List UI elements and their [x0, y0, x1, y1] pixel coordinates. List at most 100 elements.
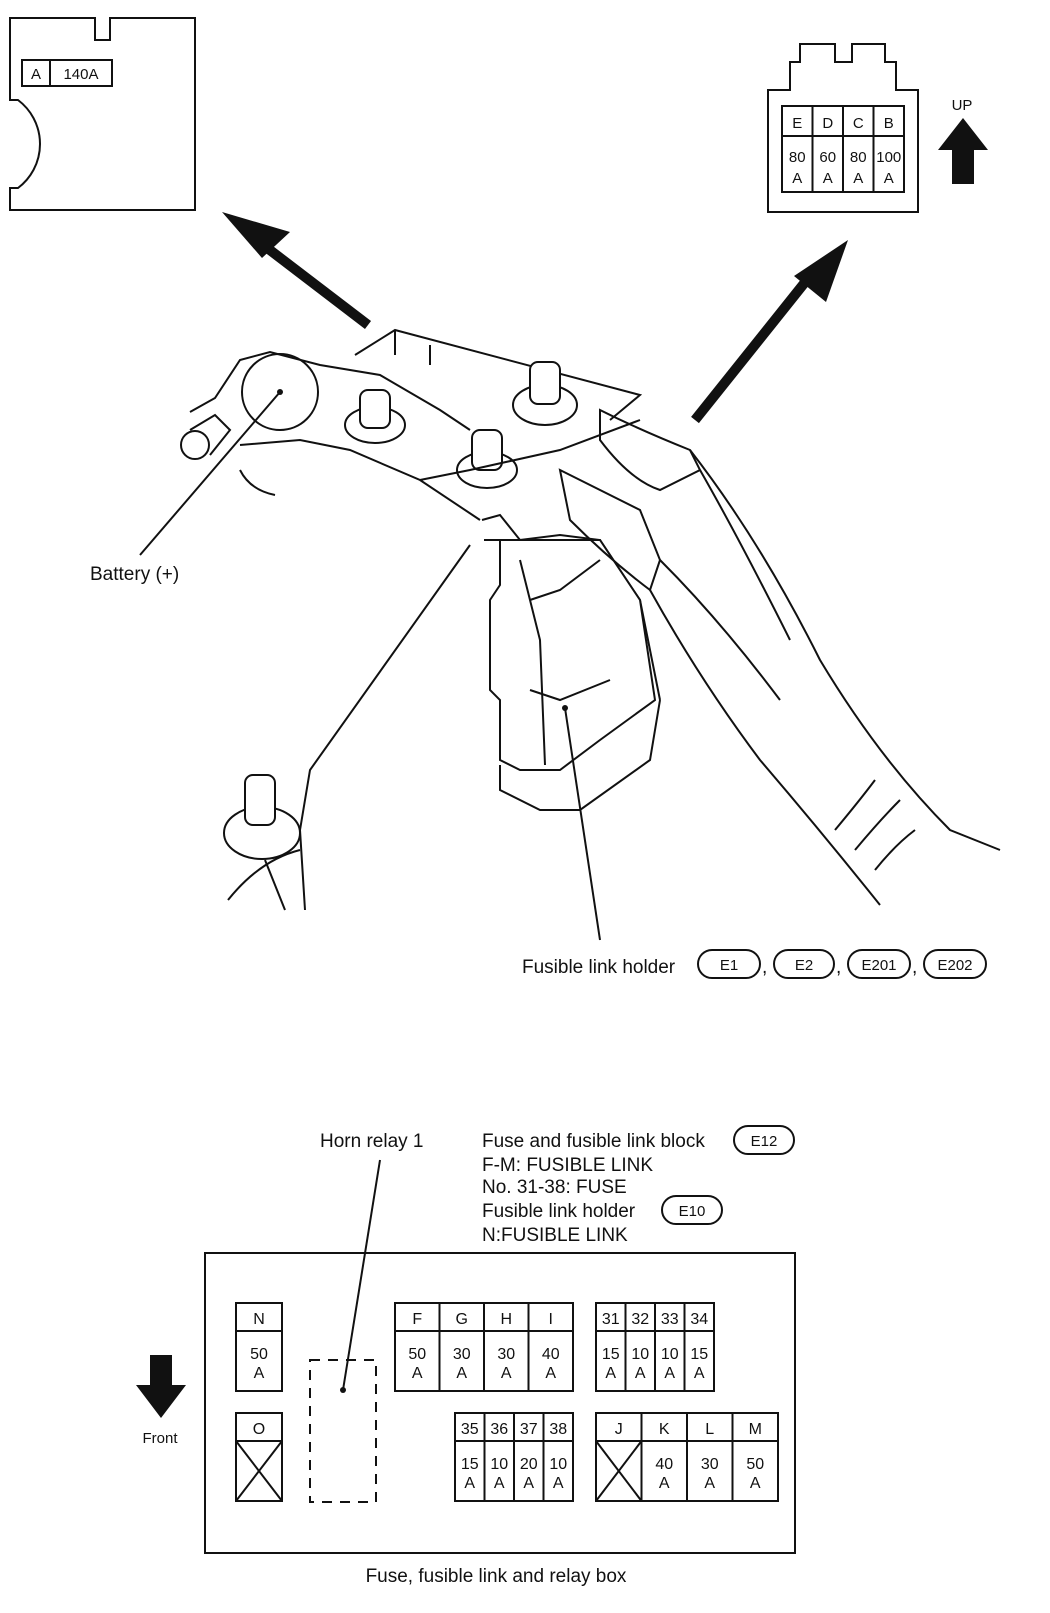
- separator-2: ,: [836, 957, 841, 978]
- fuse-cell: [640, 1412, 688, 1502]
- separator-3: ,: [912, 957, 917, 978]
- block-label-line3: No. 31-38: FUSE: [482, 1177, 627, 1198]
- fuse-cell-unit: A: [523, 1475, 534, 1492]
- fuse-group-o: O: [235, 1412, 283, 1502]
- separator-1: ,: [762, 957, 767, 978]
- arrow-to-holder-a-icon: [222, 212, 372, 329]
- fuse-cell: [654, 1302, 686, 1392]
- fuse-cell-letter: O: [253, 1421, 265, 1438]
- blank-slot-cross-line: [235, 1440, 283, 1502]
- up-label: UP: [952, 97, 973, 114]
- blank-slot-cross-line: [595, 1440, 643, 1502]
- fuse-cell-unit: A: [254, 1365, 265, 1382]
- fuse-cell: [454, 1412, 486, 1502]
- fuse-cell-amp: 30: [497, 1346, 515, 1363]
- fuse-cell-amp: 50: [746, 1456, 764, 1473]
- fuse-cell-amp: 10: [549, 1456, 567, 1473]
- fuse-cell: [683, 1302, 715, 1392]
- fuse-cell-letter: 36: [490, 1421, 508, 1438]
- connector-e10: E10: [679, 1203, 706, 1220]
- fuse-cell: [513, 1412, 545, 1502]
- arrow-to-holder-b-e-icon: [691, 240, 848, 424]
- fuse-cell-letter: 32: [631, 1311, 649, 1328]
- battery-label: Battery (+): [90, 564, 179, 585]
- fuse-cell-letter: 38: [549, 1421, 567, 1438]
- connector-e12: E12: [751, 1133, 778, 1150]
- fuse-cell-unit: A: [664, 1365, 675, 1382]
- fuse-cell-amp: 15: [461, 1456, 479, 1473]
- fuse-cell-letter: J: [615, 1421, 623, 1438]
- front-label: Front: [142, 1430, 178, 1447]
- fuse-cell-letter: 35: [461, 1421, 479, 1438]
- horn-relay-outline: [309, 1359, 377, 1503]
- fuse-cell-amp: 10: [661, 1346, 679, 1363]
- holder-cell-letter: E: [792, 115, 802, 132]
- fuse-cell-unit: A: [635, 1365, 646, 1382]
- relay-box-label: Fuse, fusible link and relay box: [366, 1566, 627, 1587]
- holder-cell-unit: A: [823, 170, 833, 187]
- fuse-cell-letter: M: [749, 1421, 762, 1438]
- fuse-cell-letter: K: [659, 1421, 670, 1438]
- fuse-cell-letter: L: [705, 1421, 714, 1438]
- fuse-cell-amp: 15: [690, 1346, 708, 1363]
- holder-cell-amp: 60: [819, 149, 836, 166]
- holder-cell-letter: D: [822, 115, 833, 132]
- fuse-group-n: N 50A: [235, 1302, 283, 1392]
- holder-cell-amp: 80: [850, 149, 867, 166]
- fuse-cell-unit: A: [750, 1475, 761, 1492]
- fuse-cell-unit: A: [704, 1475, 715, 1492]
- fuse-cell-amp: 20: [520, 1456, 538, 1473]
- connector-e1: E1: [720, 957, 738, 974]
- fuse-cell-amp: 40: [542, 1346, 560, 1363]
- battery-leader-line: [139, 391, 281, 556]
- fuse-cell-letter: 31: [602, 1311, 620, 1328]
- fusible-holder-leader-dot: [562, 705, 568, 711]
- fuse-cell-amp: 50: [250, 1346, 268, 1363]
- fuse-cell-unit: A: [412, 1365, 423, 1382]
- fuse-cell: [595, 1302, 627, 1392]
- fuse-cell-letter: 34: [690, 1311, 708, 1328]
- fuse-cell-unit: A: [694, 1365, 705, 1382]
- block-label-line2: F-M: FUSIBLE LINK: [482, 1155, 653, 1176]
- block-label-line5: N:FUSIBLE LINK: [482, 1225, 628, 1246]
- fuse-cell: [542, 1412, 574, 1502]
- fuse-cell: [235, 1412, 283, 1502]
- fuse-cell: [235, 1302, 283, 1392]
- fusible-link-holder-label: Fusible link holder: [522, 957, 676, 978]
- fuse-cell: [595, 1412, 643, 1502]
- fuse-cell: [731, 1412, 779, 1502]
- front-arrow-icon: [136, 1355, 186, 1418]
- fuse-cell-unit: A: [456, 1365, 467, 1382]
- connector-e201: E201: [861, 957, 896, 974]
- fuse-cell-amp: 10: [490, 1456, 508, 1473]
- battery-illustration: [180, 328, 1001, 911]
- fuse-cell-letter: 33: [661, 1311, 679, 1328]
- holder-cell-unit: A: [884, 170, 894, 187]
- fuse-cell-unit: A: [605, 1365, 616, 1382]
- relay-box-outline: [204, 1252, 796, 1554]
- battery-leader-dot: [277, 389, 283, 395]
- fuse-cell-unit: A: [464, 1475, 475, 1492]
- fuse-cell-amp: 50: [408, 1346, 426, 1363]
- holder-cell-amp: 80: [789, 149, 806, 166]
- fuse-cell-amp: 15: [602, 1346, 620, 1363]
- fusible-link-holder-a: A 140A: [9, 17, 196, 211]
- fuse-cell: [394, 1302, 441, 1392]
- holder-cell-letter: B: [884, 115, 894, 132]
- fuse-cell-letter: 37: [520, 1421, 538, 1438]
- fusible-holder-leader-line: [564, 707, 601, 941]
- fuse-cell-unit: A: [659, 1475, 670, 1492]
- fuse-cell-unit: A: [553, 1475, 564, 1492]
- block-label-line1: Fuse and fusible link block: [482, 1131, 705, 1152]
- holder-cell-unit: A: [792, 170, 802, 187]
- fuse-cell-unit: A: [501, 1365, 512, 1382]
- fuse-cell-letter: N: [253, 1311, 265, 1328]
- fuse-cell-letter: F: [412, 1311, 422, 1328]
- connector-e202: E202: [937, 957, 972, 974]
- fuse-cell-amp: 40: [655, 1456, 673, 1473]
